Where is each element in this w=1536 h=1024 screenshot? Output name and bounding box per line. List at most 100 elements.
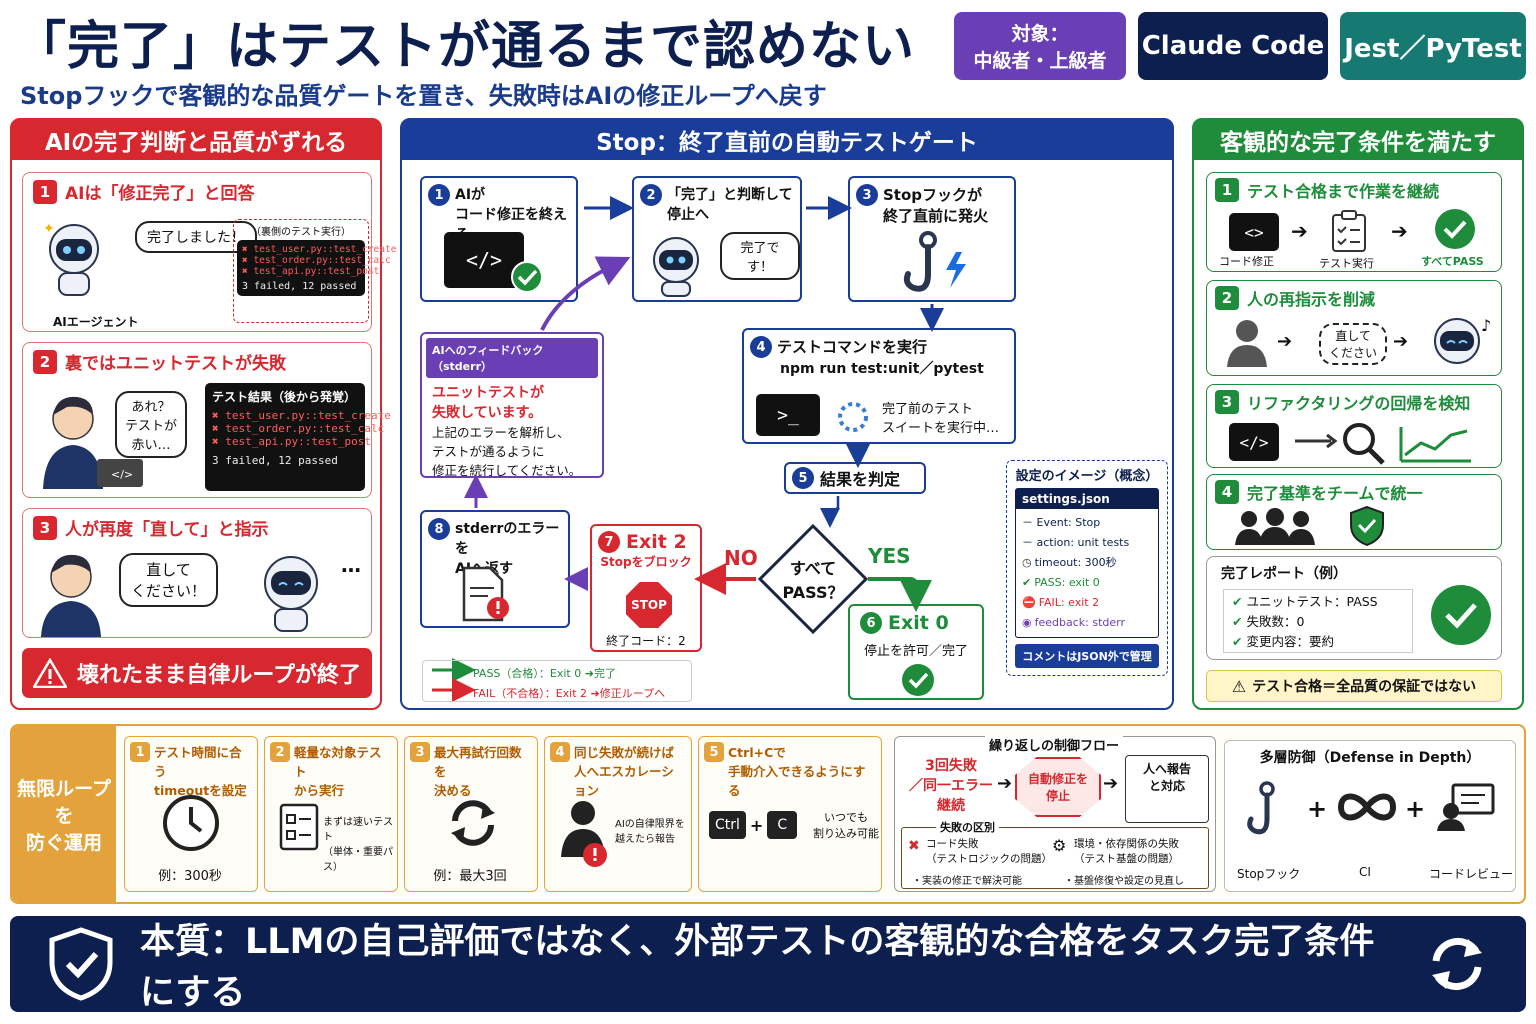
done-speech: 完了です！ xyxy=(720,232,800,280)
robot-icon: ✦ xyxy=(39,219,109,299)
terminal-icon: >_ xyxy=(756,394,820,436)
robot-icon-small xyxy=(644,232,708,298)
happy-robot-icon: ♪ xyxy=(1427,313,1497,373)
shield-check-icon xyxy=(1347,505,1387,547)
problem-card-2-title: 裏ではユニットテストが失敗 xyxy=(65,354,286,374)
code-review-icon xyxy=(1437,783,1497,831)
framework-tag: Jest／PyTest xyxy=(1340,12,1526,80)
test-command: npm run test:unit／pytest xyxy=(780,361,984,377)
benefit-panel-head: 客観的な完了条件を満たす xyxy=(1194,120,1522,160)
failure-distinction: 失敗の区別 ✖ コード失敗 （テストロジックの問題） ・実装の修正で解決可能 ⚙… xyxy=(901,819,1209,889)
problem-warning: 壊れたまま自律ループが終了 xyxy=(22,648,372,698)
flow-legend: PASS（合格）：Exit 0 ➜完了 FAIL（不合格）：Exit 2 ➜修正… xyxy=(422,660,692,702)
operations-label: 無限ループを 防ぐ運用 xyxy=(12,726,116,902)
pass-check-icon xyxy=(1433,207,1477,251)
svg-text:✦: ✦ xyxy=(43,221,55,237)
problem-panel-head: AIの完了判断と品質がずれる xyxy=(12,120,380,160)
robot-speech: 完了しました！ xyxy=(135,221,257,253)
spinner-icon xyxy=(836,400,870,434)
report-check-icon xyxy=(1429,583,1493,647)
code-icon-2: </> xyxy=(1229,423,1279,461)
shield-icon xyxy=(46,926,116,1002)
gear-icon: ⚙ xyxy=(1052,836,1067,855)
retry-control-flow: 繰り返しの制御フロー 3回失敗 ／同一エラー 継続 ➔ 自動修正を 停止 ➔ 人… xyxy=(894,735,1216,892)
problem-card-1-title: AIは「修正完了」と回答 xyxy=(65,184,255,204)
key-message: 本質：LLMの自己評価ではなく、外部テストの客観的な合格をタスク完了条件にする xyxy=(140,922,1375,1013)
flow-arrows xyxy=(432,196,944,702)
clipboard-icon xyxy=(1329,209,1369,253)
robot-label: AIエージェント xyxy=(53,315,139,329)
svg-text:♪: ♪ xyxy=(1481,316,1491,335)
user-icon xyxy=(1225,317,1269,367)
stop-sign-icon: STOP xyxy=(626,582,672,628)
defense-in-depth: 多層防御（Defense in Depth） + + Stopフック CI コー… xyxy=(1224,740,1516,892)
c-key-icon: C xyxy=(767,811,798,839)
confused-person-icon: </> xyxy=(37,389,147,489)
running-status: 完了前のテスト スイートを実行中… xyxy=(882,402,1000,436)
hidden-test-run: （裏側のテスト実行） ✖ test_user.py::test_create ✖… xyxy=(233,219,396,323)
check-icon xyxy=(510,260,544,294)
flow-stop-autofix: 自動修正を 停止 xyxy=(1015,757,1101,817)
key-message-banner: 本質：LLMの自己評価ではなく、外部テストの客観的な合格をタスク完了条件にする xyxy=(10,916,1526,1013)
feedback-icon: ◉ xyxy=(1022,616,1032,629)
arrow-icon-2: ➔ xyxy=(1391,219,1408,243)
yes-label: YES xyxy=(868,544,911,568)
tool-tag: Claude Code xyxy=(1138,12,1328,80)
settings-filename: settings.json xyxy=(1016,489,1158,509)
svg-text:</>: </> xyxy=(111,468,133,481)
audience-tag: 対象： 中級者・上級者 xyxy=(954,12,1126,80)
flow-report-human: 人へ報告 と対応 xyxy=(1125,755,1209,823)
problem-card-3-title: 人が再度「直して」と指示 xyxy=(65,520,269,540)
decision-diamond: すべて PASS？ xyxy=(758,524,868,634)
clock-icon xyxy=(161,793,221,853)
alert-person-icon xyxy=(559,799,613,871)
warning-icon xyxy=(32,658,67,688)
sad-robot-icon xyxy=(251,549,331,633)
fix-request-speech: 直して ください！ xyxy=(119,553,219,607)
gate-panel-head: Stop：終了直前の自動テストゲート xyxy=(402,120,1172,160)
refresh-icon xyxy=(1424,931,1490,997)
settings-example: 設定のイメージ（概念） settings.json － Event: Stop … xyxy=(1006,460,1168,676)
code-icon: <> xyxy=(1229,213,1279,251)
flow-three-failures: 3回失敗 ／同一エラー 継続 xyxy=(909,758,993,814)
error-document-icon xyxy=(458,566,512,622)
team-icon xyxy=(1233,507,1317,547)
success-check-icon xyxy=(900,662,936,698)
retry-icon xyxy=(443,793,503,853)
test-result-terminal: テスト結果（後から発覚） ✖ test_user.py::test_create… xyxy=(205,383,391,491)
code-window-icon: </> xyxy=(444,232,524,288)
ctrl-key-icon: Ctrl xyxy=(709,811,746,839)
regression-search-icon xyxy=(1291,421,1491,465)
person-icon xyxy=(37,549,107,637)
infinity-icon xyxy=(1337,789,1397,825)
test-list-icon xyxy=(279,803,319,851)
pass-icon: ✔ xyxy=(1022,576,1032,589)
fail-icon: ⛔ xyxy=(1022,596,1036,609)
step-2-box: 2「完了」と判断して 停止へ 完了です！ xyxy=(632,176,802,302)
code-fail-icon: ✖ xyxy=(908,838,920,854)
ellipsis: … xyxy=(341,553,361,577)
hook-icon-small xyxy=(1247,781,1287,841)
quality-caveat: ⚠テスト合格＝全品質の保証ではない xyxy=(1206,670,1502,702)
